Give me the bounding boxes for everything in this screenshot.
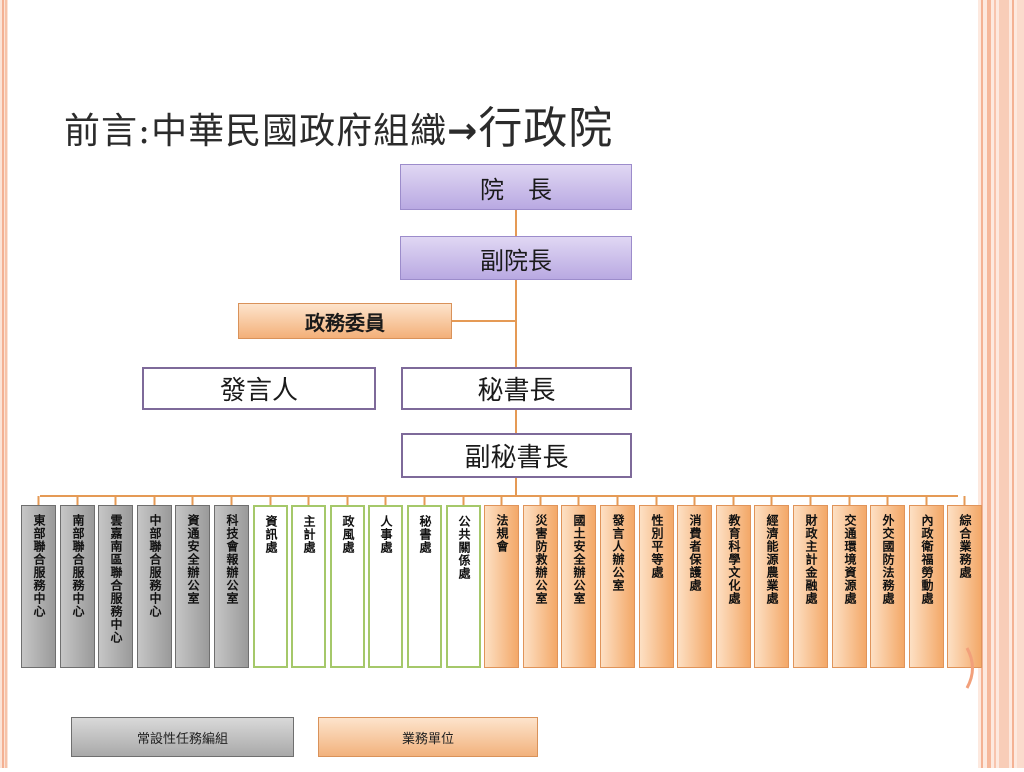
unit-orange-1: 法規會 (484, 505, 519, 668)
unit-label: 中部聯合服務中心 (148, 514, 162, 618)
unit-label: 財政主計金融處 (804, 514, 818, 605)
unit-orange-5: 性別平等處 (639, 505, 674, 668)
unit-green-2: 主計處 (291, 505, 326, 668)
unit-label: 秘書處 (418, 515, 432, 554)
unit-orange-7: 教育科學文化處 (716, 505, 751, 668)
frame-left-stripes (0, 0, 8, 768)
unit-label: 資通安全辦公室 (186, 514, 200, 605)
premier-box: 院 長 (400, 164, 632, 210)
unit-gray-1: 東部聯合服務中心 (21, 505, 56, 668)
unit-label: 發言人辦公室 (611, 514, 625, 592)
secretary-general-box: 秘書長 (401, 367, 632, 410)
unit-label: 主計處 (302, 515, 316, 554)
unit-label: 國土安全辦公室 (572, 514, 586, 605)
legend-gray: 常設性任務編組 (71, 717, 294, 757)
unit-gray-2: 南部聯合服務中心 (60, 505, 95, 668)
unit-label: 經濟能源農業處 (765, 514, 779, 605)
unit-orange-9: 財政主計金融處 (793, 505, 828, 668)
unit-green-3: 政風處 (330, 505, 365, 668)
unit-label: 雲嘉南區聯合服務中心 (109, 514, 123, 644)
slide-frame-left (0, 0, 8, 768)
slide-frame-right (978, 0, 1024, 768)
unit-orange-2: 災害防救辦公室 (523, 505, 558, 668)
unit-orange-3: 國土安全辦公室 (561, 505, 596, 668)
unit-gray-3: 雲嘉南區聯合服務中心 (98, 505, 133, 668)
frame-right-stripes (978, 0, 1024, 768)
slide-title: 前言:中華民國政府組織→行政院 (64, 92, 613, 156)
spokesperson-box: 發言人 (142, 367, 376, 410)
unit-orange-11: 外交國防法務處 (870, 505, 905, 668)
ministers-box: 政務委員 (238, 303, 452, 339)
unit-label: 教育科學文化處 (727, 514, 741, 605)
unit-orange-10: 交通環境資源處 (832, 505, 867, 668)
unit-orange-4: 發言人辦公室 (600, 505, 635, 668)
unit-orange-13: 綜合業務處 (947, 505, 982, 668)
title-prefix: 前言:中華民國政府組織 (64, 111, 448, 152)
unit-orange-8: 經濟能源農業處 (754, 505, 789, 668)
title-suffix: 行政院 (478, 103, 614, 154)
unit-orange-12: 內政衛福勞動處 (909, 505, 944, 668)
unit-label: 消費者保護處 (688, 514, 702, 592)
unit-label: 東部聯合服務中心 (32, 514, 46, 618)
unit-label: 外交國防法務處 (881, 514, 895, 605)
unit-gray-6: 科技會報辦公室 (214, 505, 249, 668)
unit-label: 交通環境資源處 (843, 514, 857, 605)
unit-gray-5: 資通安全辦公室 (175, 505, 210, 668)
unit-label: 法規會 (495, 514, 509, 553)
unit-label: 人事處 (379, 515, 393, 554)
unit-label: 災害防救辦公室 (534, 514, 548, 605)
arrow-right-icon: → (447, 111, 479, 152)
vice-premier-box: 副院長 (400, 236, 632, 280)
unit-label: 綜合業務處 (958, 514, 972, 579)
legend-orange: 業務單位 (318, 717, 538, 757)
unit-green-4: 人事處 (368, 505, 403, 668)
unit-gray-4: 中部聯合服務中心 (137, 505, 172, 668)
unit-label: 政風處 (341, 515, 355, 554)
unit-green-5: 秘書處 (407, 505, 442, 668)
unit-label: 內政衛福勞動處 (920, 514, 934, 605)
unit-label: 資訊處 (264, 515, 278, 554)
unit-green-1: 資訊處 (253, 505, 288, 668)
unit-label: 公共關係處 (457, 515, 471, 580)
unit-orange-6: 消費者保護處 (677, 505, 712, 668)
unit-label: 性別平等處 (650, 514, 664, 579)
unit-green-6: 公共關係處 (446, 505, 481, 668)
deputy-secretary-general-box: 副秘書長 (401, 433, 632, 478)
unit-label: 科技會報辦公室 (225, 514, 239, 605)
unit-label: 南部聯合服務中心 (71, 514, 85, 618)
